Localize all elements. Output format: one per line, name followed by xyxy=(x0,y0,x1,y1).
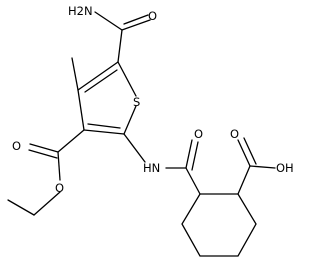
label-ester-ether-o: O xyxy=(55,181,64,195)
bond-c2-c3-inner xyxy=(87,123,121,129)
bond-camide-o-inner xyxy=(123,14,149,25)
label-ring-s: S xyxy=(133,95,140,109)
bond-cacid-oh xyxy=(249,165,276,169)
bond-cester-o-inner xyxy=(28,149,58,159)
cyclohexane-ring xyxy=(181,193,257,257)
primary-amide-group xyxy=(94,11,151,63)
secondary-amide-group xyxy=(123,133,201,195)
bond-camide2-o xyxy=(185,139,193,169)
thiophene-ring xyxy=(77,61,137,135)
bond-oether-ch2 xyxy=(33,191,61,216)
bond-c4-c5-inner xyxy=(84,69,118,93)
bond-cester-oether xyxy=(57,151,61,181)
carboxylic-acid-group xyxy=(237,137,276,195)
label-amide-o: O xyxy=(148,9,157,23)
bond-cester-o xyxy=(29,143,59,153)
bond-cacid-o xyxy=(237,139,251,167)
label-acid-oh: OH xyxy=(276,161,294,175)
label-acid-o: O xyxy=(230,127,239,141)
bond-c4-c5 xyxy=(77,61,119,91)
cyclohexane-polygon xyxy=(181,193,257,257)
label-amide-nh: HN xyxy=(143,161,160,175)
label-amide2-o: O xyxy=(194,127,203,141)
bond-c2-c3 xyxy=(83,129,125,135)
bond-c3-cester xyxy=(57,129,85,153)
label-h2n: H2N xyxy=(68,4,93,18)
bond-cacid-o-inner xyxy=(243,137,257,165)
bond-c5-s xyxy=(117,61,137,97)
bond-camide-n xyxy=(94,11,123,31)
ethyl-ester-group xyxy=(7,129,85,216)
bond-ch2-ch3 xyxy=(7,199,35,216)
bond-c5-camide xyxy=(117,29,123,63)
bond-camide2-ring xyxy=(185,167,201,195)
label-ester-carbonyl-o: O xyxy=(12,139,21,153)
bond-s-c2 xyxy=(123,105,137,135)
atom-labels: H2N O S O O HN O O OH xyxy=(12,4,294,195)
bond-c2-nh xyxy=(123,133,146,163)
bond-ring-cacid xyxy=(237,165,251,195)
methyl-bond xyxy=(71,57,79,91)
bond-c3-c4 xyxy=(77,89,85,131)
bond-camide2-o-inner xyxy=(191,141,199,171)
bond-camide-o xyxy=(121,19,151,31)
